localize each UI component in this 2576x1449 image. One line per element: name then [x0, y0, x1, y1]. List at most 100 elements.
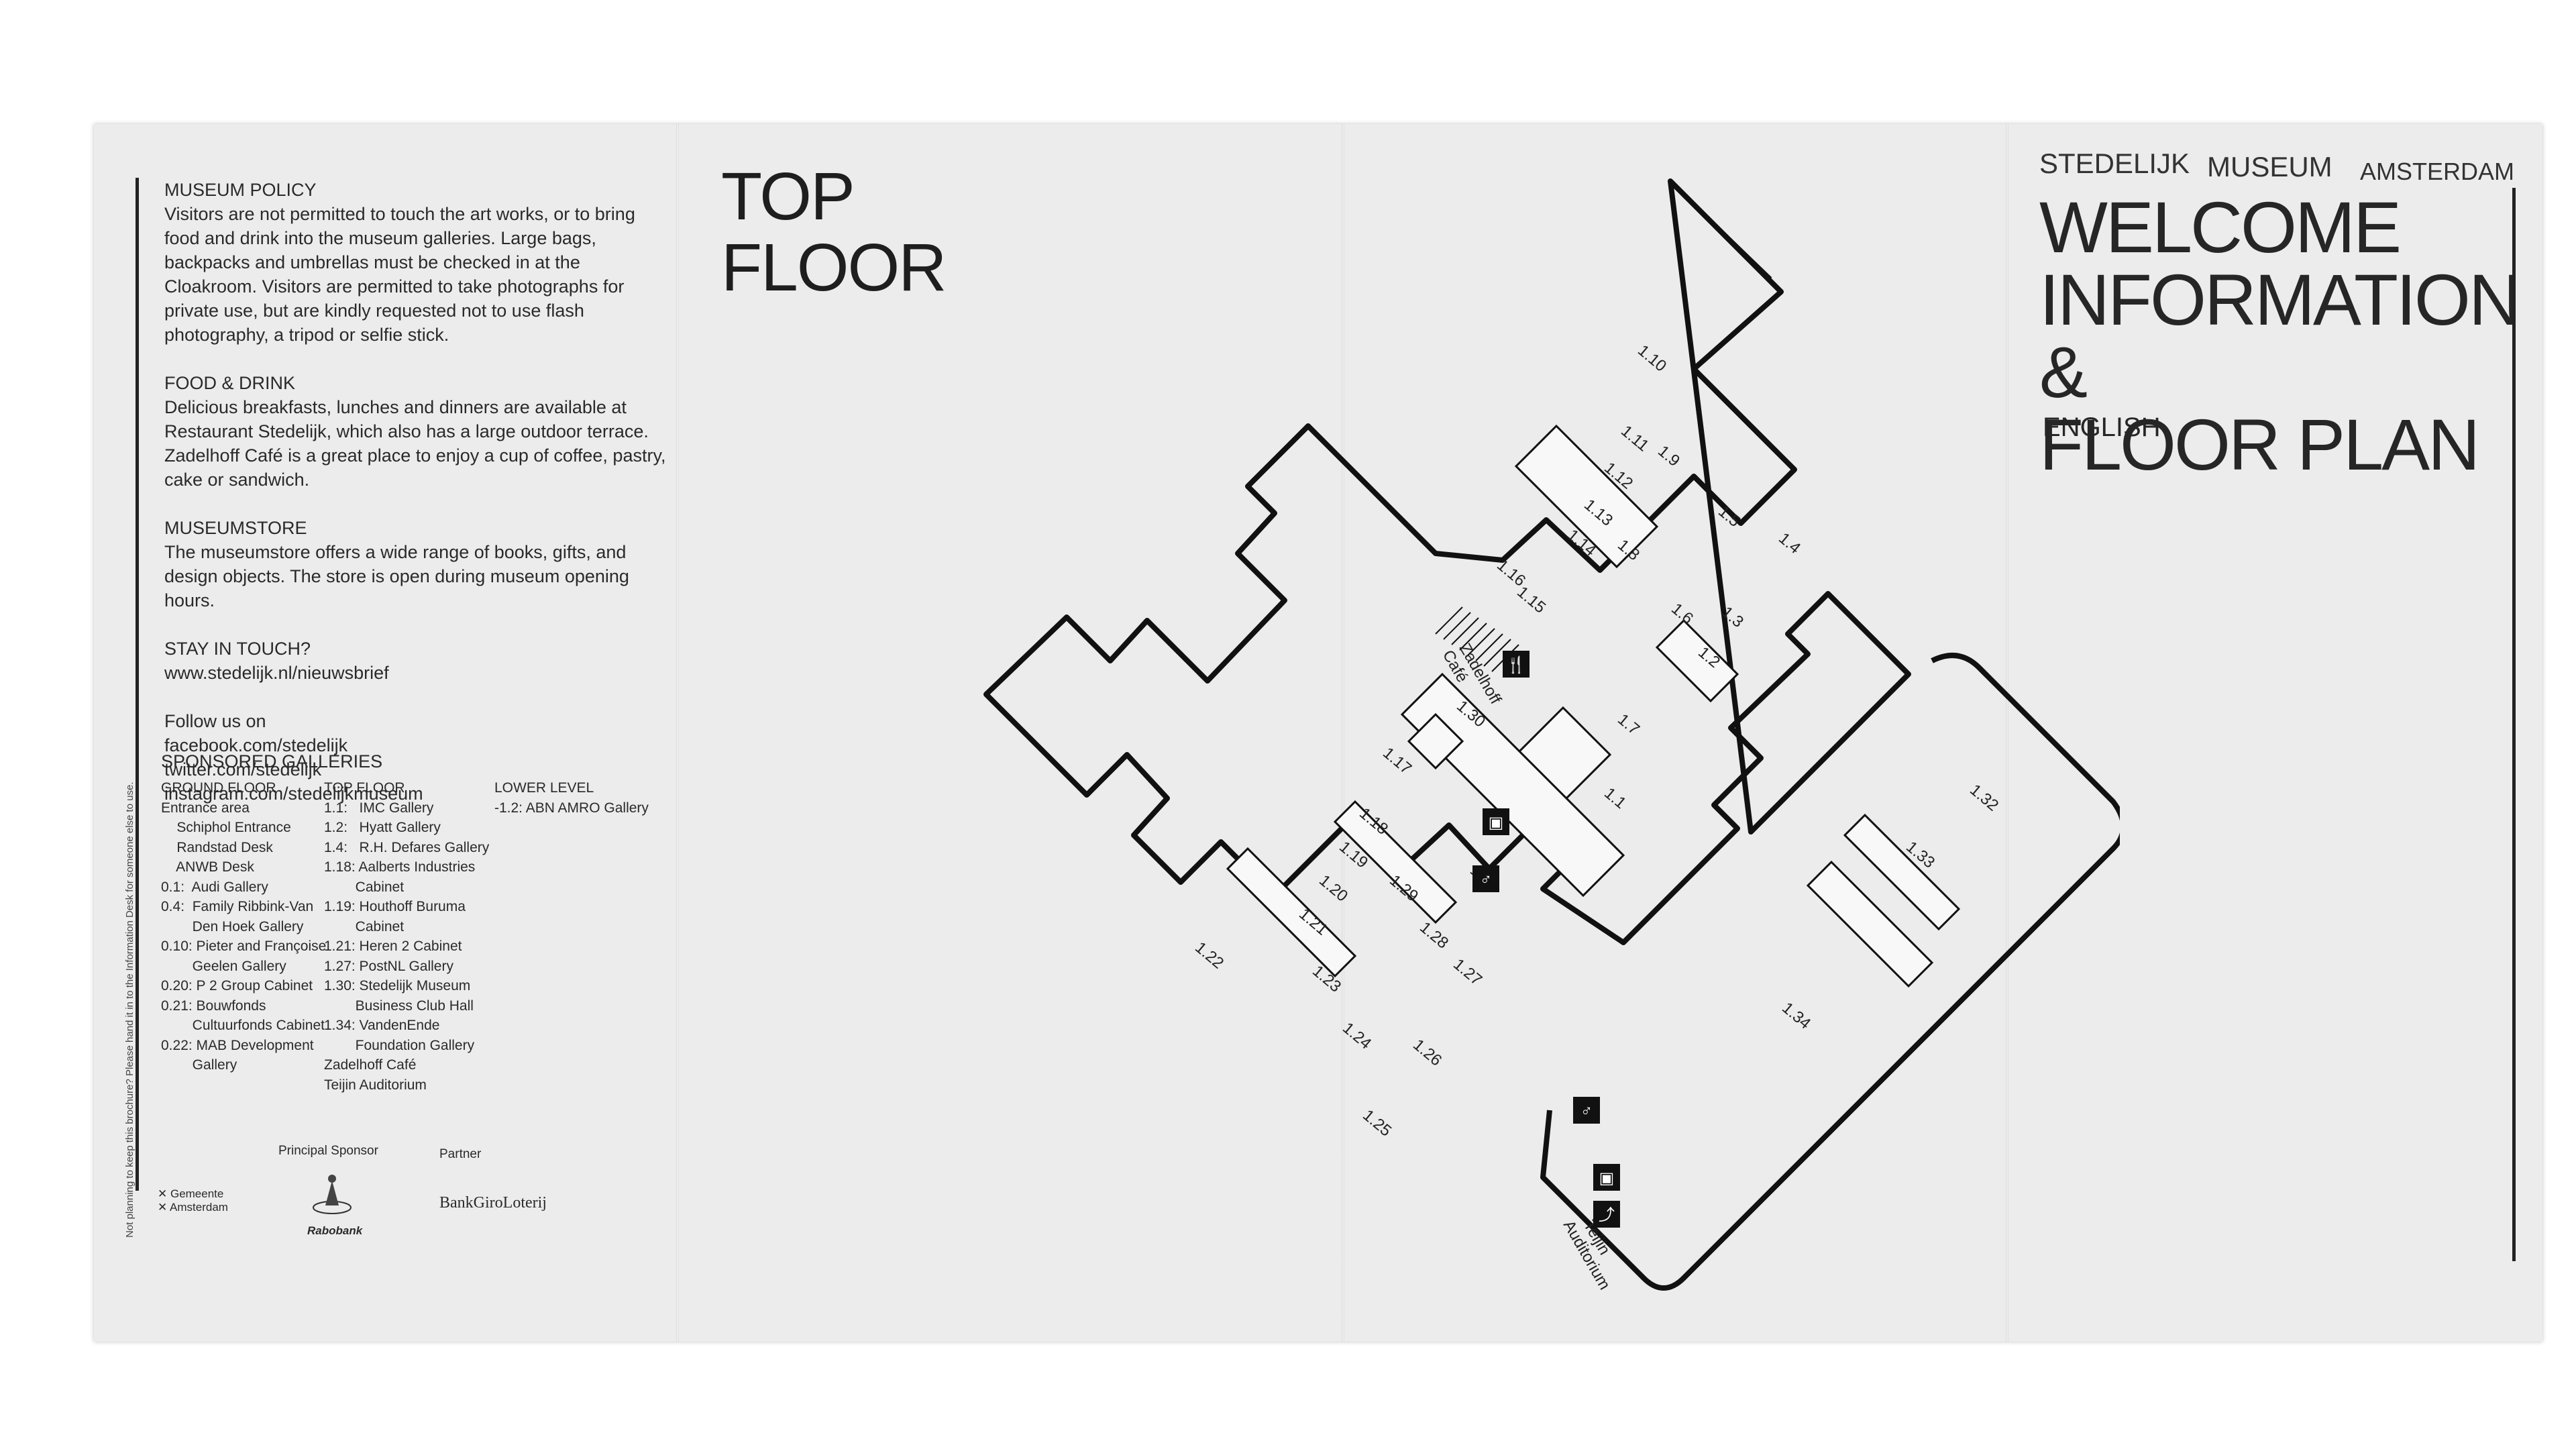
list-item: Cabinet: [324, 879, 405, 895]
restroom-icon: ♂: [1472, 865, 1499, 892]
wall: [1669, 180, 1772, 280]
icon-box: [1593, 1201, 1620, 1228]
instagram-link[interactable]: instagram.com/stedelijkmuseum: [164, 784, 423, 804]
newsletter-link[interactable]: www.stedelijk.nl/nieuwsbrief: [164, 663, 389, 683]
brochure-sheet: MUSEUM POLICY Visitors are not permitted…: [94, 124, 2542, 1342]
brand-museum: MUSEUM: [2207, 151, 2332, 182]
list-item: 0.10: Pieter and Françoise: [161, 938, 327, 954]
icon-glyph: ▣: [1599, 1169, 1615, 1187]
restroom-icon: ♂: [1573, 1097, 1600, 1124]
facebook-link[interactable]: facebook.com/stedelijk: [164, 735, 348, 755]
list-item: Cultuurfonds Cabinet: [161, 1018, 325, 1033]
room-label: 1.4: [1775, 529, 1804, 557]
room-label: 1.26: [1409, 1036, 1445, 1070]
gemeente-logo: ✕ Gemeente ✕ Amsterdam: [158, 1187, 228, 1214]
room-label: 1.7: [1614, 710, 1643, 739]
gallery-block: [1226, 847, 1357, 978]
fold-line: [1342, 124, 1344, 1342]
policy-title: MUSEUM POLICY: [164, 180, 317, 200]
list-item: Business Club Hall: [324, 998, 474, 1014]
icon-box: [1573, 1097, 1600, 1124]
stairs-line: [1467, 628, 1495, 656]
list-item: Entrance area: [161, 800, 250, 816]
list-heading: TOP FLOOR: [324, 780, 405, 796]
list-heading: LOWER LEVEL: [494, 780, 594, 796]
room-label: 1.20: [1316, 871, 1351, 906]
gallery-block: [1400, 672, 1625, 898]
list-item: Schiphol Entrance: [161, 820, 291, 835]
room-label: 1.28: [1416, 918, 1452, 953]
room-label: 1.32: [1966, 781, 2002, 815]
list-item: Gallery: [161, 1057, 237, 1073]
gallery-block: [1806, 860, 1934, 988]
panel-rule: [136, 178, 139, 1191]
stairs-line: [1443, 612, 1471, 640]
x-mark-icon: ✕: [158, 1201, 170, 1214]
icon-glyph: ⤴: [1599, 1206, 1615, 1224]
list-item: Teijin Auditorium: [324, 1077, 427, 1093]
list-item: 1.18: Aalberts Industries: [324, 859, 476, 875]
room-label: 1.17: [1379, 744, 1415, 778]
bankgiro-label: BankGiroLoterij: [439, 1194, 547, 1212]
list-heading: GROUND FLOOR: [161, 780, 276, 796]
room-label: 1.1: [1601, 784, 1629, 812]
list-item: 0.20: P 2 Group Cabinet: [161, 978, 313, 994]
stairs-line: [1459, 623, 1487, 651]
stairs-line: [1483, 639, 1511, 667]
list-item: Geelen Gallery: [161, 958, 286, 974]
room-label: 1.5: [1715, 502, 1743, 531]
room-label: 1.25: [1359, 1106, 1395, 1140]
room-label: 1.9: [1654, 442, 1683, 470]
list-item: 0.21: Bouwfonds: [161, 998, 266, 1014]
list-item: 0.22: MAB Development: [161, 1037, 314, 1053]
food-title: FOOD & DRINK: [164, 373, 296, 393]
list-item: 1.27: PostNL Gallery: [324, 958, 453, 974]
icon-glyph: ♂: [1580, 1102, 1593, 1120]
list-item: 1.34: VandenEnde: [324, 1018, 440, 1033]
fold-line: [676, 124, 679, 1342]
food-text: Delicious breakfasts, lunches and dinner…: [164, 397, 666, 490]
list-item: 1.21: Heren 2 Cabinet: [324, 938, 462, 954]
icon-box: [1472, 865, 1499, 892]
list-item: 0.4: Family Ribbink-Van: [161, 899, 314, 914]
list-item: Zadelhoff Café: [324, 1057, 417, 1073]
stairs-line: [1451, 617, 1479, 645]
follow-label: Follow us on: [164, 711, 266, 731]
info-text-block: MUSEUM POLICY Visitors are not permitted…: [164, 178, 674, 806]
list-item: -1.2: ABN AMRO Gallery: [494, 800, 649, 816]
icon-glyph: ▣: [1489, 814, 1504, 832]
list-item: ANWB Desk: [161, 859, 254, 875]
side-note: Not planning to keep this brochure? Plea…: [124, 782, 136, 1238]
list-item: Den Hoek Gallery: [161, 918, 304, 934]
gallery-block: [1333, 800, 1458, 924]
icon-glyph: ♂: [1480, 871, 1492, 889]
cover-title: WELCOME INFORMATION & FLOOR PLAN: [2039, 186, 2521, 485]
list-item: 1.30: Stedelijk Museum: [324, 978, 471, 994]
lower-level-list: LOWER LEVEL -1.2: ABN AMRO Gallery: [494, 778, 649, 818]
list-item: Cabinet: [324, 918, 405, 934]
list-item: 1.1: IMC Gallery: [324, 800, 434, 816]
list-item: 1.4: R.H. Defares Gallery: [324, 839, 490, 855]
restaurant-icon: 🍴: [1503, 651, 1529, 678]
language-label: ENGLISH: [2043, 413, 2161, 442]
gallery-block: [1514, 424, 1659, 569]
escalator-icon: ⤴: [1593, 1201, 1620, 1228]
brand-stedelijk: STEDELIJK: [2039, 148, 2190, 179]
list-item: 1.2: Hyatt Gallery: [324, 820, 441, 835]
icon-glyph: 🍴: [1506, 655, 1526, 674]
stairs-line: [1435, 606, 1463, 635]
list-item: Randstad Desk: [161, 839, 273, 855]
twitter-link[interactable]: twitter.com/stedelijk: [164, 759, 322, 780]
gallery-block: [1407, 712, 1464, 770]
elevator-icon: ▣: [1593, 1164, 1620, 1191]
fold-line: [2006, 124, 2008, 1342]
building-outline: [1540, 653, 2120, 1291]
elevator-icon: ▣: [1483, 808, 1509, 835]
icon-box: [1503, 651, 1529, 678]
store-title: MUSEUMSTORE: [164, 518, 307, 538]
gallery-block: [1655, 619, 1739, 703]
top-floor-list: TOP FLOOR 1.1: IMC Gallery 1.2: Hyatt Gal…: [324, 778, 489, 1095]
list-item: 1.19: Houthoff Buruma: [324, 899, 466, 914]
ground-floor-list: GROUND FLOOR Entrance area Schiphol Entr…: [161, 778, 326, 1075]
floor-plan-map: 1.11.21.31.41.51.61.71.81.91.101.111.121…: [983, 178, 2120, 1291]
